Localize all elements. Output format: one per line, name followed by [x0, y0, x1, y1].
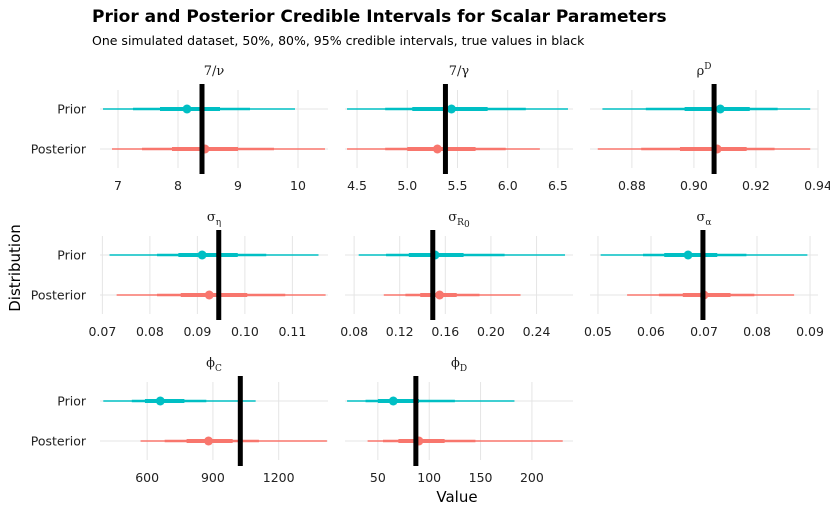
x-tick-label: 0.20 — [477, 324, 505, 339]
x-tick-label: 0.16 — [431, 324, 459, 339]
interval-prior — [347, 104, 568, 114]
x-tick-label: 0.07 — [690, 324, 718, 339]
chart-subtitle: One simulated dataset, 50%, 80%, 95% cre… — [92, 33, 585, 48]
median-point — [432, 144, 442, 154]
x-tick-label: 0.07 — [88, 324, 116, 339]
interval-prior — [103, 396, 256, 406]
x-tick-label: 150 — [469, 470, 493, 485]
x-tick-label: 0.92 — [742, 178, 770, 193]
y-tick-label: Prior — [57, 394, 87, 409]
x-tick-label: 0.09 — [796, 324, 824, 339]
median-point — [197, 250, 207, 260]
interval-posterior — [627, 290, 795, 300]
x-tick-label: 0.08 — [743, 324, 771, 339]
interval-posterior — [597, 144, 811, 154]
x-tick-label: 50 — [370, 470, 386, 485]
x-tick-label: 100 — [417, 470, 441, 485]
y-axis-title: Distribution — [6, 224, 24, 312]
facet-label: ρD — [697, 62, 712, 79]
median-point — [388, 396, 398, 406]
interval-posterior — [367, 436, 563, 446]
x-tick-label: 0.90 — [680, 178, 708, 193]
x-tick-label: 8 — [174, 178, 182, 193]
x-tick-label: 200 — [520, 470, 544, 485]
x-tick-label: 900 — [201, 470, 225, 485]
x-tick-label: 10 — [290, 178, 306, 193]
y-tick-label: Posterior — [31, 288, 87, 303]
median-point — [435, 290, 445, 300]
interval-posterior — [140, 436, 327, 446]
facet-label: 7/ν — [204, 64, 225, 79]
median-point — [182, 104, 192, 114]
x-tick-label: 0.05 — [584, 324, 612, 339]
x-tick-label: 0.06 — [637, 324, 665, 339]
x-tick-label: 0.24 — [523, 324, 551, 339]
panel-3: ρD 0.88 0.90 0.92 0.94 — [590, 62, 830, 193]
y-tick-label: Prior — [57, 248, 87, 263]
facet-label: 7/γ — [449, 64, 470, 79]
interval-prior — [358, 250, 566, 260]
median-point — [683, 250, 693, 260]
facet-label: ϕC — [206, 356, 222, 374]
facet-label: σR0 — [448, 210, 470, 230]
y-tick-label: Posterior — [31, 434, 87, 449]
x-tick-label: 9 — [234, 178, 242, 193]
x-tick-label: 0.08 — [136, 324, 164, 339]
median-point — [715, 104, 725, 114]
x-tick-label: 0.08 — [340, 324, 368, 339]
panel-2: 7/γ 4.5 5.0 5.5 6.0 6.5 — [345, 64, 573, 193]
x-tick-label: 5.0 — [397, 178, 417, 193]
x-tick-label: 6.0 — [498, 178, 518, 193]
x-tick-label: 0.10 — [231, 324, 259, 339]
median-point — [446, 104, 456, 114]
x-tick-label: 600 — [135, 470, 159, 485]
panel-5: σR0 0.08 0.12 0.16 0.20 0.24 — [340, 210, 573, 339]
x-tick-label: 0.88 — [618, 178, 646, 193]
x-tick-label: 5.5 — [448, 178, 468, 193]
y-tick-label: Posterior — [31, 142, 87, 157]
panel-6: σα 0.05 0.06 0.07 0.08 0.09 — [584, 210, 824, 339]
median-point — [204, 436, 214, 446]
interval-posterior — [112, 144, 325, 154]
x-tick-label: 0.12 — [386, 324, 414, 339]
x-tick-label: 6.5 — [548, 178, 568, 193]
chart-title: Prior and Posterior Credible Intervals f… — [92, 7, 667, 27]
interval-posterior — [383, 290, 521, 300]
x-tick-label: 7 — [114, 178, 122, 193]
median-point — [204, 290, 214, 300]
x-tick-label: 0.09 — [183, 324, 211, 339]
facet-label: ση — [207, 210, 221, 228]
x-tick-label: 0.94 — [804, 178, 830, 193]
interval-prior — [109, 250, 319, 260]
interval-prior — [602, 104, 811, 114]
interval-prior — [347, 396, 515, 406]
x-tick-label: 1200 — [263, 470, 295, 485]
facet-label: ϕD — [451, 356, 467, 374]
y-tick-label: Prior — [57, 102, 87, 117]
interval-prior — [103, 104, 295, 114]
panel-8: ϕD 50 100 150 200 — [345, 356, 573, 485]
median-point — [155, 396, 165, 406]
facet-label: σα — [697, 210, 712, 228]
x-tick-label: 0.11 — [278, 324, 306, 339]
x-axis-title: Value — [436, 488, 477, 506]
x-tick-label: 4.5 — [347, 178, 367, 193]
